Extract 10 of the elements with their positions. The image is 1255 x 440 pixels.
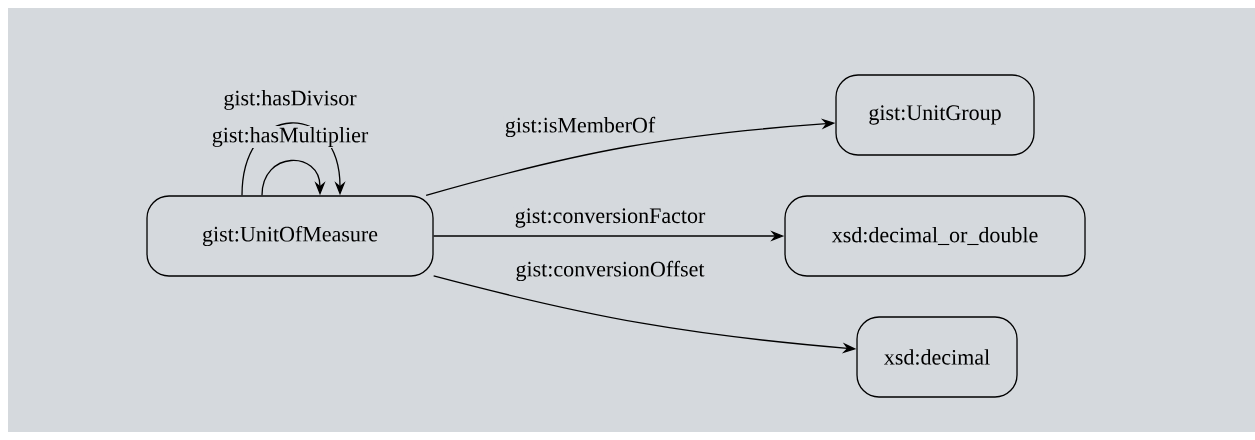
class-box: gist:UnitOfMeasure (146, 195, 434, 277)
class-box: xsd:decimal (856, 316, 1018, 398)
edge-label: gist:conversionOffset (514, 259, 706, 283)
edge-label: gist:hasDivisor (222, 89, 358, 111)
edge-label: gist:hasMultiplier (210, 126, 370, 148)
edge-label: gist:conversionFactor (513, 207, 707, 229)
edge-label: gist:isMemberOf (503, 115, 657, 139)
class-box: gist:UnitGroup (835, 74, 1035, 156)
class-box: xsd:decimal_or_double (784, 195, 1086, 277)
arrow (261, 159, 326, 196)
